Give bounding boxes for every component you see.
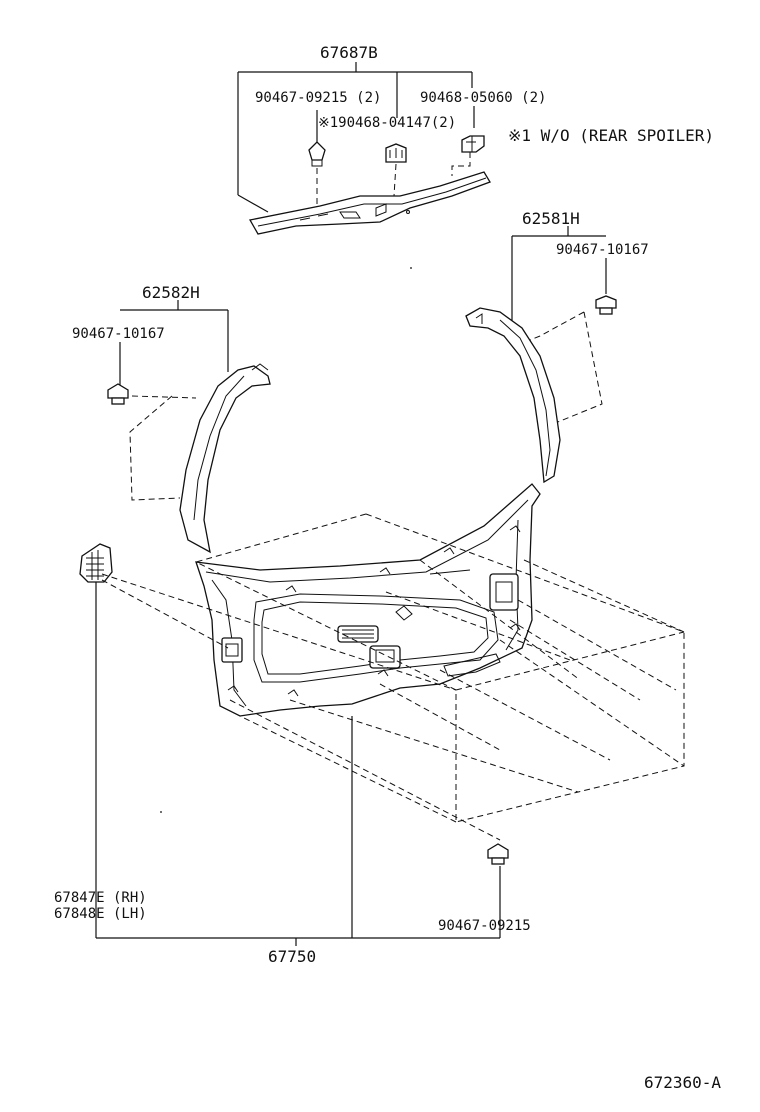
figure-code: 672360-A: [644, 1073, 721, 1092]
top-assembly-callout: [237, 62, 475, 213]
label-90467-10167-rh: 90467-10167: [556, 242, 649, 258]
label-67847E: 67847E (RH): [54, 890, 147, 906]
lh-trim-callout: [119, 300, 229, 386]
lh-side-trim-62582H: [179, 363, 271, 554]
rh-side-trim-62581H: [465, 307, 561, 484]
clip-90468-05060-icon: [461, 135, 485, 153]
clip-190468-04147-icon: [385, 143, 407, 163]
dash-lh-clip: [129, 395, 197, 501]
label-67750: 67750: [268, 947, 316, 966]
clip-90467-09215-bottom-icon: [487, 843, 509, 865]
label-90467-10167-lh: 90467-10167: [72, 326, 165, 342]
label-67687B: 67687B: [320, 43, 378, 62]
label-67848E: 67848E (LH): [54, 906, 147, 922]
label-90468-05060: 90468-05060 (2): [420, 90, 546, 106]
label-62582H: 62582H: [142, 283, 200, 302]
label-90467-09215-bottom: 90467-09215: [438, 918, 531, 934]
clip-90467-09215-top-icon: [308, 110, 326, 167]
label-note-1: ※1 W/O (REAR SPOILER): [508, 126, 714, 145]
projection-dashes: [101, 513, 685, 841]
label-90467-09215-top: 90467-09215 (2): [255, 90, 381, 106]
rh-trim-callout: [511, 226, 607, 322]
clip-90467-10167-rh-icon: [595, 295, 617, 315]
back-door-trim-board-67750: [195, 483, 541, 717]
cover-plate-icon: [79, 543, 113, 583]
label-190468-04147: ※190468-04147(2): [318, 115, 456, 131]
bottom-callouts: [95, 582, 501, 946]
clip-90467-10167-lh-icon: [107, 383, 129, 405]
dash-clip-b: [451, 152, 471, 176]
top-garnish-67687B: [248, 171, 491, 235]
label-62581H: 62581H: [522, 209, 580, 228]
dash-clip-c: [393, 163, 397, 197]
